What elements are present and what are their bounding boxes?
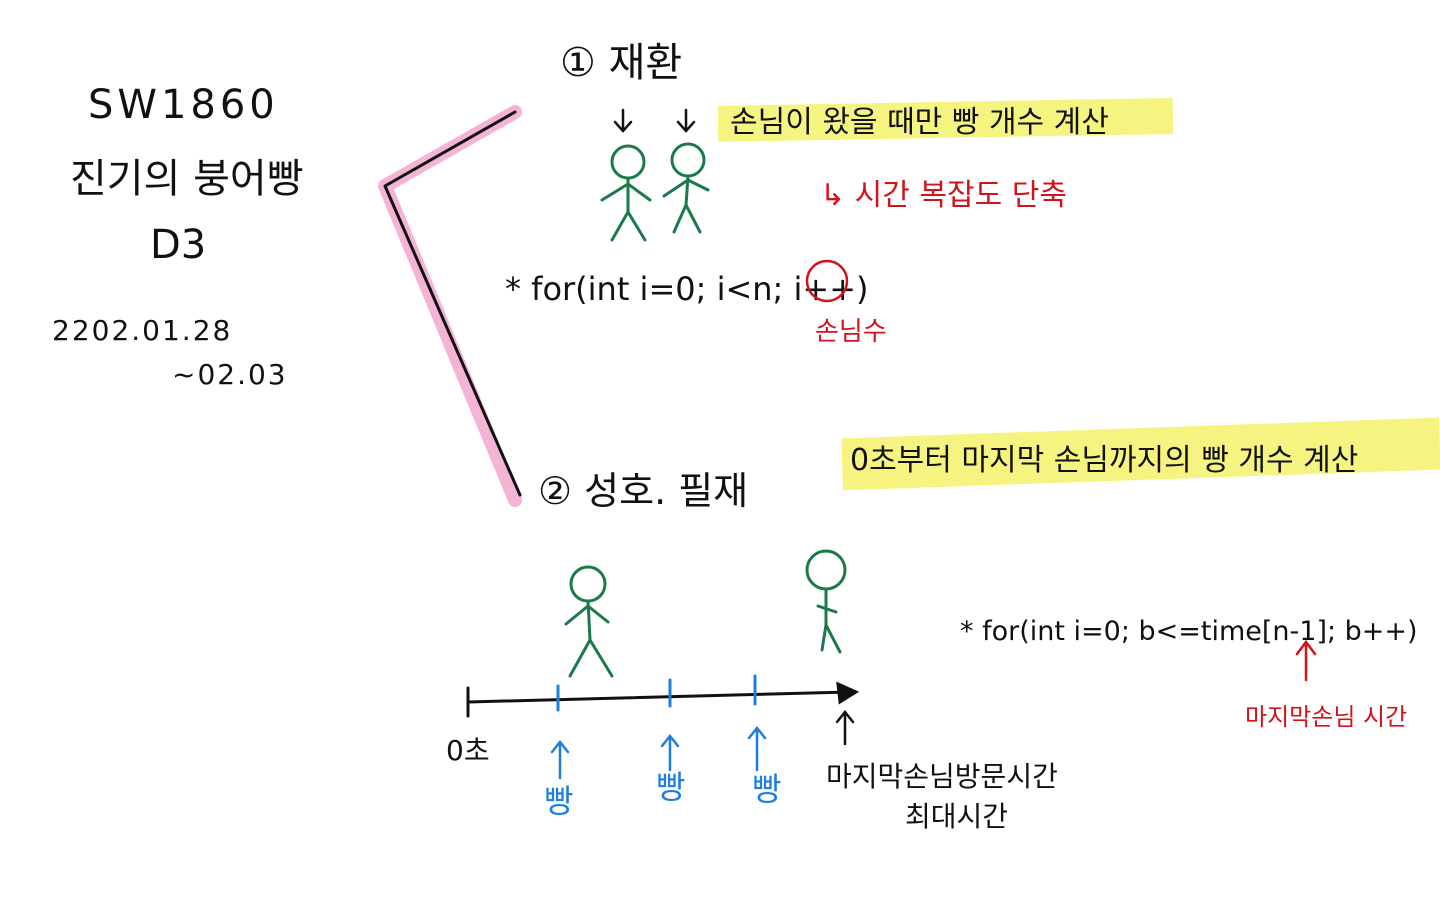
bracket bbox=[378, 105, 522, 507]
bread-label: 빵 bbox=[544, 782, 573, 820]
timeline-axis bbox=[466, 681, 860, 718]
section2-header: ② 성호. 필재 bbox=[538, 469, 748, 513]
end-label-line2: 최대시간 bbox=[905, 800, 1008, 833]
end-label-line1: 마지막손님방문시간 bbox=[826, 760, 1058, 793]
bread-label: 빵 bbox=[656, 768, 685, 806]
section1-header: ① 재환 bbox=[560, 40, 682, 86]
note2-highlight bbox=[841, 417, 1440, 491]
person-icon bbox=[600, 144, 652, 242]
n-circle-mark bbox=[805, 259, 849, 303]
section1-code: * for(int i=0; i<n; i++) bbox=[505, 270, 869, 308]
section1-note: 손님이 왔을 때만 빵 개수 계산 bbox=[730, 105, 1109, 140]
up-arrow-icon bbox=[550, 725, 767, 780]
section2-note: 0초부터 마지막 손님까지의 빵 개수 계산 bbox=[850, 443, 1358, 478]
up-arrow-icon bbox=[835, 709, 855, 746]
section2-code: * for(int i=0; b<=time[n-1]; b++) bbox=[960, 616, 1418, 647]
problem-name: 진기의 붕어빵 bbox=[70, 156, 304, 202]
person-icon bbox=[805, 549, 847, 654]
timeline-ticks bbox=[556, 674, 757, 712]
note1-highlight bbox=[717, 97, 1174, 142]
down-arrow-icon bbox=[613, 108, 696, 133]
section2-code-annotation: 마지막손님 시간 bbox=[1245, 703, 1407, 731]
timeline-start-label: 0초 bbox=[446, 734, 490, 767]
date-start: 2202.01.28 bbox=[52, 314, 232, 347]
problem-id: SW1860 bbox=[88, 82, 279, 128]
person-icon bbox=[662, 142, 710, 234]
bread-label: 빵 bbox=[752, 770, 781, 808]
section1-code-annotation: 손님수 bbox=[815, 317, 887, 347]
difficulty-label: D3 bbox=[150, 222, 206, 268]
section1-subnote: ↳ 시간 복잡도 단축 bbox=[820, 178, 1067, 213]
person-icon bbox=[564, 565, 614, 678]
up-arrow-icon bbox=[1295, 639, 1317, 682]
date-end: ~02.03 bbox=[172, 358, 288, 391]
